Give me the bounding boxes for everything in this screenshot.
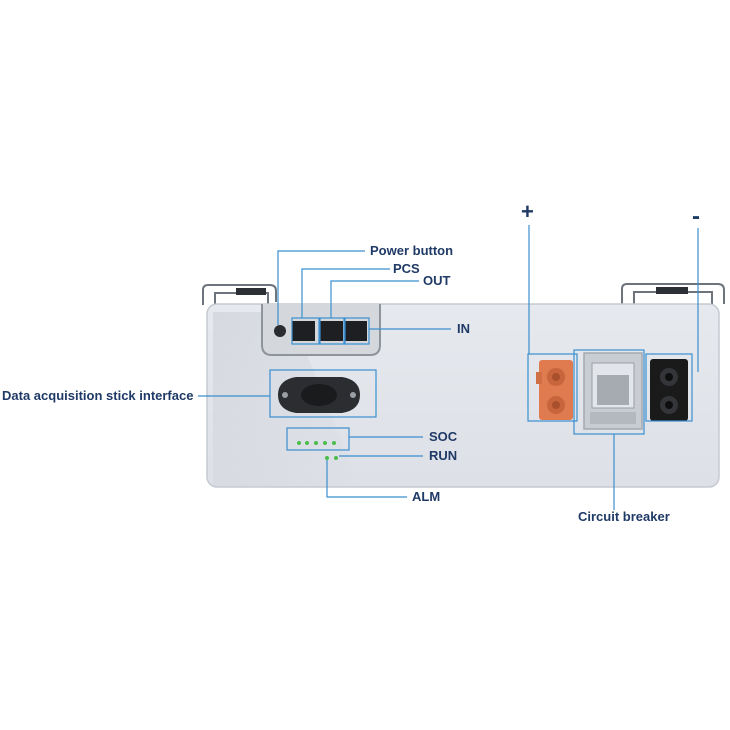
- negative-terminal: [650, 359, 688, 421]
- run-label: RUN: [429, 448, 458, 463]
- port-panel: [261, 304, 381, 356]
- data-acquisition-label: Data acquisition stick interface: [2, 388, 194, 403]
- callout-boxes: [269, 317, 693, 451]
- out-label: OUT: [423, 273, 451, 288]
- circuit-breaker-label: Circuit breaker: [578, 509, 670, 524]
- positive-terminal: [536, 360, 573, 420]
- soc-label: SOC: [429, 429, 458, 444]
- in-label: IN: [457, 321, 470, 336]
- positive-sign: +: [521, 199, 534, 224]
- callout-lines: [198, 225, 699, 510]
- right-handle: [621, 283, 725, 304]
- led-row: [297, 441, 338, 460]
- power-button-label: Power button: [370, 243, 454, 258]
- data-acquisition-port: [278, 377, 360, 413]
- circuit-breaker: [583, 352, 643, 430]
- left-handle: [202, 284, 277, 305]
- pcs-label: PCS: [393, 261, 420, 276]
- negative-sign: -: [692, 203, 700, 230]
- alm-label: ALM: [412, 489, 441, 504]
